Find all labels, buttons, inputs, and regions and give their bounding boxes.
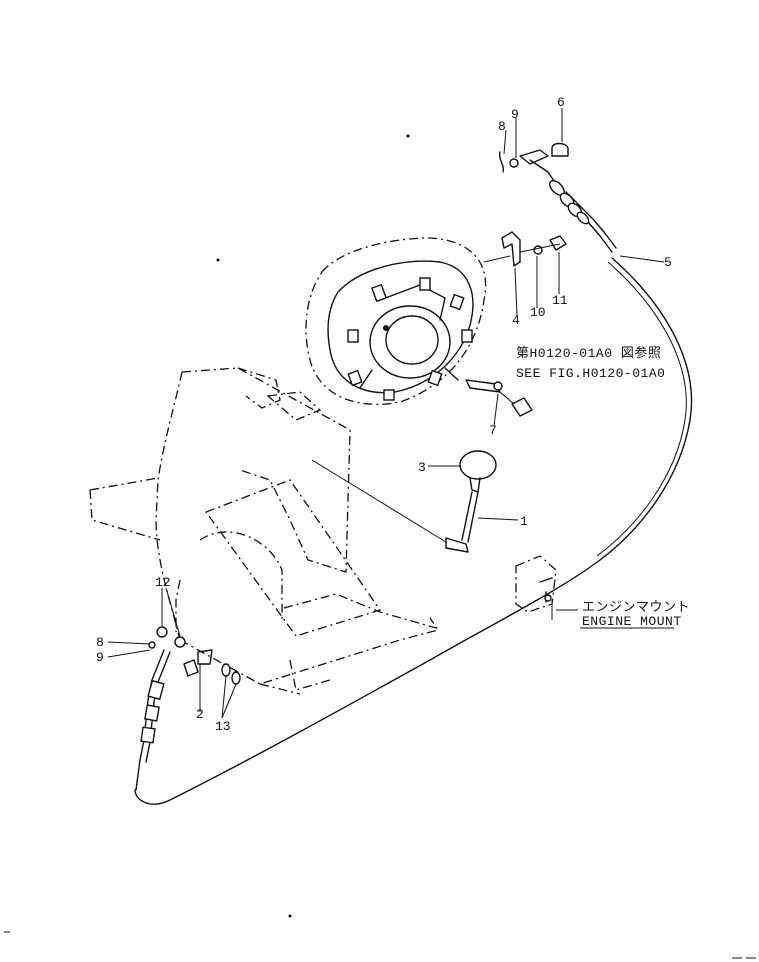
callout-6: 6 <box>557 95 565 110</box>
control-lever <box>311 450 497 553</box>
frame-body <box>89 367 440 695</box>
callout-labels: 1 2 3 4 5 6 7 8 9 10 11 12 8 9 13 <box>96 95 672 734</box>
control-cable <box>134 257 693 805</box>
see-fig-note-en: SEE FIG.H0120-01A0 <box>516 366 665 381</box>
callout-9-upper: 9 <box>511 107 519 122</box>
pin-assembly <box>465 379 533 417</box>
margin-marks <box>4 134 756 959</box>
callout-12: 12 <box>155 575 171 590</box>
reference-notes: 第H0120-01A0 図参照 SEE FIG.H0120-01A0 エンジンマ… <box>516 345 690 629</box>
callout-8-upper: 8 <box>498 119 506 134</box>
callout-5: 5 <box>664 255 672 270</box>
engine-mount-label-en: ENGINE MOUNT <box>582 614 682 629</box>
lower-cable-end <box>135 626 241 791</box>
callout-1: 1 <box>520 514 528 529</box>
engine-mount <box>515 555 557 620</box>
callout-8-lower: 8 <box>96 635 104 650</box>
engine-mount-label-jp: エンジンマウント <box>582 600 690 615</box>
callout-9-lower: 9 <box>96 650 104 665</box>
callout-11: 11 <box>552 293 568 308</box>
upper-cable-end <box>498 142 617 253</box>
callout-4: 4 <box>512 313 520 328</box>
control-cable-inner <box>596 261 687 557</box>
callout-10: 10 <box>530 305 546 320</box>
flywheel-housing <box>305 237 487 405</box>
callout-13: 13 <box>215 719 231 734</box>
callout-3: 3 <box>418 460 426 475</box>
bracket-assembly <box>483 231 567 267</box>
callout-2: 2 <box>196 707 204 722</box>
see-fig-note-jp: 第H0120-01A0 図参照 <box>516 345 661 361</box>
callout-7: 7 <box>489 423 497 438</box>
leader-lines <box>107 108 665 719</box>
